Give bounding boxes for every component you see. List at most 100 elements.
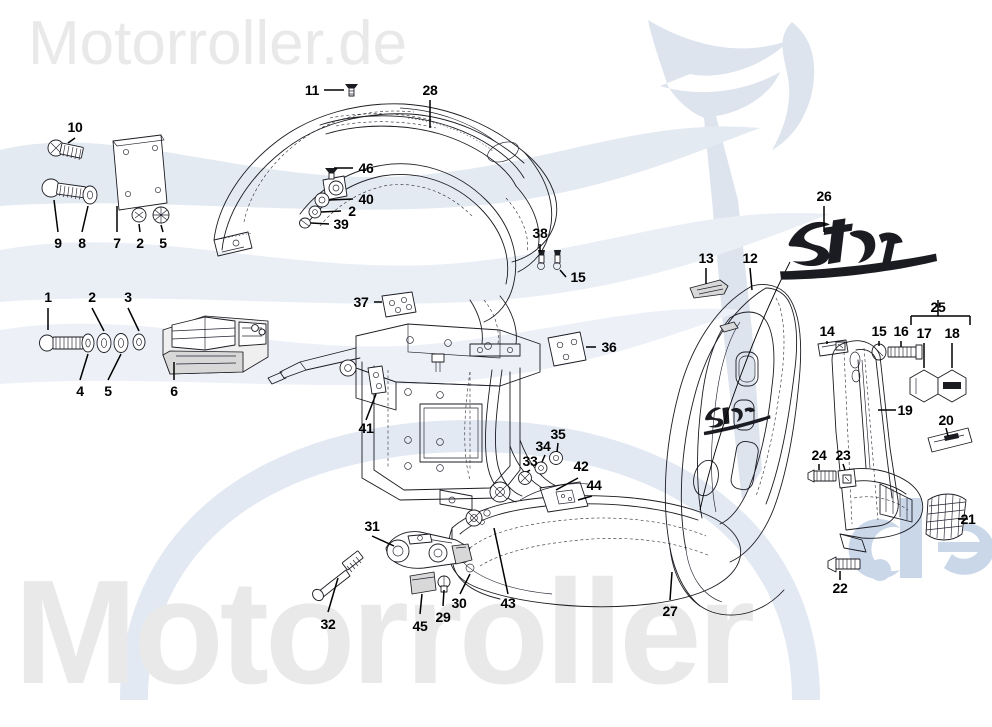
- callout-number-10: 10: [67, 119, 83, 135]
- leader-12: [749, 267, 753, 291]
- callout-number-4: 4: [76, 383, 84, 399]
- part-6-component-box: [162, 315, 269, 375]
- callout-number-9: 9: [54, 235, 62, 251]
- part-19-side-cover: [831, 340, 924, 553]
- callout-number-5b: 5: [159, 235, 167, 251]
- callout-number-18: 18: [944, 325, 960, 341]
- part-31-kickstand-bracket: [385, 531, 473, 569]
- callout-number-46: 46: [358, 160, 374, 176]
- part-27-floorboard: [447, 481, 742, 608]
- part-14-clip: [817, 339, 849, 357]
- callout-number-38: 38: [532, 225, 548, 241]
- part-11-screw: [345, 84, 358, 97]
- callout-number-16: 16: [893, 323, 909, 339]
- callout-number-15a: 15: [570, 269, 586, 285]
- leader-lines-floorboard: [459, 477, 673, 601]
- part-29-fastener: [437, 575, 451, 593]
- frame-assembly: [267, 323, 557, 511]
- callout-number-7: 7: [113, 235, 121, 251]
- callout-number-2b: 2: [136, 235, 144, 251]
- callout-number-32: 32: [320, 616, 336, 632]
- callout-number-24: 24: [811, 447, 827, 463]
- callout-number-30: 30: [451, 595, 467, 611]
- part-1-bolt: [39, 334, 84, 352]
- part-17-hex-grommet: [909, 369, 939, 403]
- part-2-washer-b: [131, 207, 147, 223]
- callout-number-34: 34: [535, 438, 551, 454]
- callout-number-8: 8: [78, 235, 86, 251]
- part-7-plate: [112, 134, 168, 211]
- callout-number-11: 11: [304, 82, 320, 98]
- callout-number-23: 23: [835, 447, 851, 463]
- watermark-top-text: Motorroller.de: [28, 9, 408, 78]
- leader-lines-33-34-35: [365, 393, 559, 473]
- callout-number-42: 42: [573, 458, 589, 474]
- leader-lines-plate-group: [53, 137, 164, 233]
- callout-number-25: 25: [930, 299, 946, 315]
- part-36-bracket: [547, 331, 587, 367]
- part-9-bolt: [41, 178, 87, 200]
- shield-star-emblem: [703, 407, 771, 436]
- part-45-rubber-stop: [409, 571, 437, 595]
- parts-33-34-35-fasteners: [518, 451, 563, 485]
- part-4-washer: [81, 333, 95, 353]
- callout-number-33: 33: [522, 453, 538, 469]
- callout-number-12: 12: [742, 250, 758, 266]
- leader-lines-kickstand: [327, 535, 445, 615]
- leader-lines-left-column: [47, 307, 175, 381]
- callout-number-36: 36: [601, 339, 617, 355]
- callout-number-20: 20: [938, 412, 954, 428]
- callout-number-39: 39: [333, 216, 349, 232]
- callout-number-6: 6: [170, 383, 178, 399]
- part-38-screws: [537, 250, 561, 270]
- callout-number-29: 29: [435, 609, 451, 625]
- part-16-screw: [887, 344, 923, 360]
- callout-number-27: 27: [662, 603, 678, 619]
- leader-lines-fender: [310, 100, 431, 225]
- part-28-front-fender: [213, 103, 558, 357]
- callout-number-31: 31: [364, 518, 380, 534]
- callout-number-13: 13: [698, 250, 714, 266]
- callout-number-35: 35: [550, 426, 566, 442]
- callout-number-41: 41: [358, 420, 374, 436]
- callout-number-44: 44: [586, 477, 602, 493]
- callout-number-3: 3: [124, 289, 132, 305]
- part-13-clip: [689, 279, 729, 299]
- leader-lines-38-15: [539, 244, 567, 278]
- part-37-bracket: [381, 291, 417, 318]
- callout-number-28: 28: [422, 82, 438, 98]
- part-5-washer-a: [113, 333, 129, 353]
- part-24-screw: [807, 469, 837, 483]
- part-32-rod: [312, 550, 364, 602]
- callout-number-15b: 15: [871, 323, 887, 339]
- part-12-legshield: [664, 284, 802, 616]
- leader-lines-24-23: [818, 463, 846, 471]
- callout-number-1: 1: [44, 289, 52, 305]
- part-21-mesh-grille: [925, 493, 967, 541]
- callout-number-21: 21: [960, 511, 976, 527]
- part-3-nut: [132, 333, 146, 351]
- callout-number-40: 40: [358, 191, 374, 207]
- callout-number-45: 45: [412, 618, 428, 634]
- part-23-clip: [837, 468, 857, 489]
- part-5-washer-b: [152, 206, 170, 224]
- leader-20: [945, 427, 949, 437]
- part-10-screw: [47, 139, 84, 161]
- part-20-trim-strip: [927, 427, 973, 453]
- part-26-star-emblem: [780, 218, 938, 280]
- watermark-bottom-text: Motorroller: [14, 550, 755, 715]
- callout-number-2c: 2: [348, 203, 356, 219]
- leader-26-to-shield: [699, 261, 791, 511]
- part-8-nut: [82, 185, 98, 205]
- part-18-hex-grommet: [937, 369, 967, 403]
- callout-number-19: 19: [897, 402, 913, 418]
- callout-number-37: 37: [353, 294, 369, 310]
- callout-number-26: 26: [816, 188, 832, 204]
- callout-number-14: 14: [819, 323, 835, 339]
- callout-number-22: 22: [832, 580, 848, 596]
- callout-number-2a: 2: [88, 289, 96, 305]
- callout-number-43: 43: [500, 595, 516, 611]
- callout-number-17: 17: [916, 325, 932, 341]
